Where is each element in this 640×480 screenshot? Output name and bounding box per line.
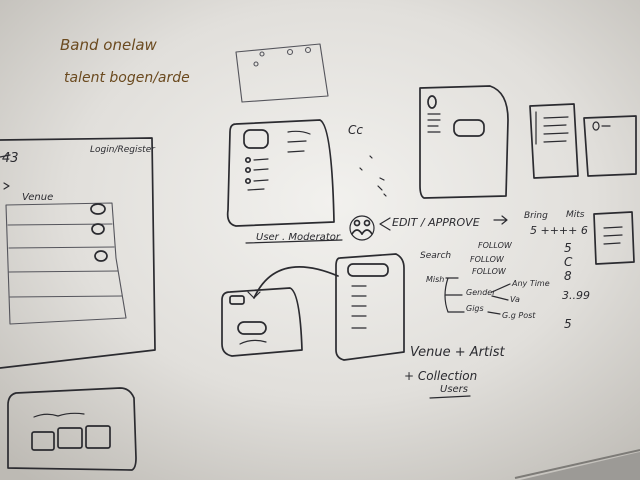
whiteboard-tray-edge [514, 449, 640, 479]
bring-header: Bring [524, 211, 548, 221]
corner-label: 43 [2, 151, 19, 166]
mits-header: Mits [566, 210, 585, 220]
whiteboard-tray [520, 452, 640, 480]
edit-approve-label: EDIT / APPROVE [392, 216, 480, 229]
row-label: Va [510, 295, 520, 304]
cc-label: Cc [348, 123, 363, 137]
users-note: Users [440, 384, 468, 395]
people-icon [349, 215, 375, 241]
tally-mark: 5 ++++ 6 [530, 224, 588, 237]
edit-arrow [493, 215, 508, 225]
band-note: Band onelaw [60, 36, 158, 54]
venue-artist-note: Venue + Artist [410, 345, 505, 360]
far-right-docs [529, 103, 637, 179]
bottom-phone-sketch [335, 253, 405, 361]
row-value: C [564, 255, 573, 269]
scribble-marks [359, 155, 387, 197]
row-value: 5 [564, 317, 572, 331]
top-small-card [235, 43, 329, 103]
center-wireframe [226, 119, 335, 227]
row-value: 3..99 [562, 289, 590, 302]
users-underline [429, 395, 471, 399]
user-moderator-label: User . Moderator [256, 232, 341, 243]
row-label: FOLLOW [478, 241, 513, 250]
talent-note: talent bogen/arde [64, 70, 190, 86]
bottom-left-sketch [7, 387, 137, 471]
gigs-label: Gigs [466, 304, 484, 313]
small-doc [593, 211, 635, 265]
right-card [419, 85, 509, 199]
row-label: FOLLOW [472, 267, 507, 276]
gender-label: Gender [466, 288, 496, 297]
edit-bracket [379, 217, 391, 231]
bottom-center-card [221, 266, 339, 357]
mish-label: Mish [426, 275, 444, 284]
collection-note: + Collection [404, 369, 477, 383]
venue-label: Venue [22, 192, 53, 203]
row-label: FOLLOW [470, 255, 505, 264]
row-label: G.g Post [502, 311, 536, 320]
left-sketch: 43 Login/Register Venue [0, 137, 156, 369]
connector-arrow [253, 266, 339, 299]
row-value: 8 [564, 269, 572, 283]
row-label: Any Time [511, 279, 550, 288]
row-value: 5 [564, 241, 572, 255]
right-list: Bring Mits 5 ++++ 6 Search Mish FOLLOW 5… [420, 210, 590, 331]
login-register-label: Login/Register [90, 145, 156, 155]
user-underline [245, 239, 343, 244]
search-label: Search [420, 251, 451, 261]
